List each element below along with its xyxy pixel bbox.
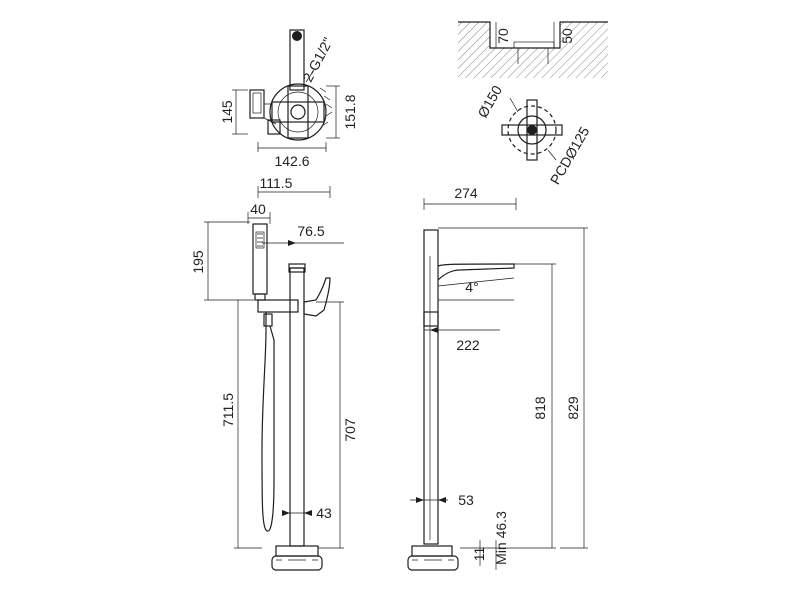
side-elevation: 274 4° 222 53 818 829: [407, 185, 588, 571]
hand-shower: [252, 223, 268, 295]
dim-195: 195: [190, 250, 206, 274]
dim-76-5: 76.5: [297, 223, 324, 239]
dim-50: 50: [559, 28, 575, 44]
dim-11: 11: [471, 547, 487, 562]
pipe-end-dot: [292, 31, 302, 41]
dim-111-5: 111.5: [260, 175, 293, 191]
dim-pcd-125: PCDØ125: [547, 124, 593, 187]
dim-53: 53: [458, 492, 474, 508]
hose: [261, 312, 275, 532]
dim-145: 145: [219, 100, 235, 124]
dim-151-8: 151.8: [342, 94, 358, 129]
top-view: 145 151.8 2-G1/2" 142.6: [219, 29, 358, 169]
dim-818: 818: [532, 396, 548, 420]
dim-70: 70: [495, 28, 511, 44]
dim-40: 40: [250, 201, 266, 217]
column-side: [423, 229, 439, 545]
dim-43: 43: [316, 505, 332, 521]
dim-diam-150: Ø150: [474, 82, 505, 120]
dim-222: 222: [456, 337, 480, 353]
dim-707: 707: [342, 418, 358, 442]
body-circle: [269, 83, 327, 141]
dim-angle: 4°: [465, 279, 478, 295]
spout: [437, 263, 515, 281]
recess-section: 70 50: [458, 21, 608, 78]
front-elevation: 111.5 40 76.5 195: [190, 175, 358, 571]
dim-829: 829: [565, 396, 581, 420]
mount-plan: Ø150 PCDØ125: [474, 82, 592, 187]
dim-711-5: 711.5: [220, 393, 236, 427]
dim-142-6: 142.6: [274, 153, 309, 169]
lever: [303, 277, 331, 317]
column-front: [289, 267, 305, 547]
dim-min-46-3: Min 46.3: [493, 511, 509, 565]
thread-label: 2-G1/2": [299, 35, 336, 85]
dim-274: 274: [454, 185, 478, 201]
